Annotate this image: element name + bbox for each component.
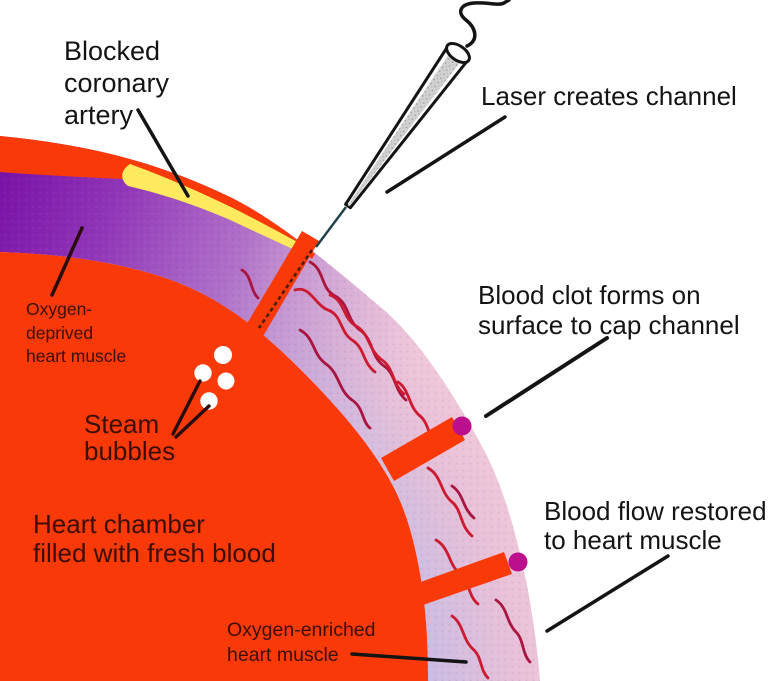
label-heart-chamber: Heart chamber filled with fresh blood — [33, 510, 276, 568]
blocked-artery — [122, 164, 303, 252]
laser-pen-core — [347, 51, 463, 207]
label-line: Oxygen-enriched — [227, 619, 376, 641]
steam-bubble — [200, 392, 218, 410]
pointer-lines — [50, 108, 670, 664]
steam-bubble — [217, 372, 235, 390]
label-line: heart muscle — [26, 346, 127, 366]
label-line: heart muscle — [227, 644, 339, 666]
label-oxygen-enriched: Oxygen-enriched heart muscle — [227, 618, 376, 668]
label-line: bubbles — [84, 436, 176, 466]
laser-pen-cable — [458, 0, 511, 48]
blood-clot-dot-1 — [452, 416, 472, 436]
heart-chamber — [0, 252, 428, 681]
blood-clot-dot-2 — [508, 552, 528, 572]
capillary — [494, 598, 532, 664]
capillary — [298, 328, 372, 430]
label-line: Oxygen- — [26, 299, 93, 319]
outer-surface-band — [0, 136, 315, 259]
capillary — [328, 293, 406, 396]
pointer-oxygen-enriched — [350, 652, 468, 664]
label-blood-clot: Blood clot forms on surface to cap chann… — [478, 280, 740, 340]
label-oxygen-deprived: Oxygen- deprived heart muscle — [26, 298, 126, 369]
capillary — [240, 268, 260, 300]
label-line: filled with fresh blood — [33, 538, 276, 568]
label-line: Blood flow restored — [544, 496, 767, 526]
restored-channel-2 — [415, 552, 512, 605]
label-line: surface to cap channel — [478, 310, 740, 340]
steam-bubble — [214, 346, 232, 364]
laser-channel — [245, 231, 319, 338]
label-line: Blood clot forms on — [478, 280, 701, 310]
pointer-oxygen-deprived — [50, 226, 84, 297]
capillary — [450, 484, 476, 520]
capillary — [426, 466, 474, 538]
label-line: deprived — [26, 322, 94, 343]
pointer-steam-1 — [171, 379, 202, 436]
capillary — [450, 614, 490, 680]
laser-pen-collar — [445, 41, 471, 65]
label-line: Laser creates channel — [481, 81, 737, 111]
steam-bubbles — [194, 346, 235, 410]
restored-channel-1 — [381, 417, 465, 481]
heart-wall-texture — [0, 136, 540, 681]
label-line: to heart muscle — [544, 525, 722, 555]
steam-bubble — [194, 364, 212, 382]
label-line: Steam — [84, 409, 160, 439]
label-line: artery — [64, 100, 134, 130]
pointer-blood-clot — [484, 336, 609, 418]
capillary — [293, 287, 377, 374]
label-line: coronary — [64, 68, 170, 98]
label-blocked-coronary-artery: Blocked coronary artery — [64, 35, 169, 131]
label-line: Blocked — [64, 36, 161, 66]
laser-channel-dashes — [257, 249, 314, 329]
capillaries — [240, 260, 532, 680]
pointer-laser — [385, 115, 507, 194]
laser-pen — [315, 0, 511, 248]
label-line: Heart chamber — [33, 509, 205, 539]
pointer-steam-2 — [174, 404, 211, 439]
laser-fiber — [315, 206, 347, 248]
label-steam-bubbles: Steam bubbles — [84, 411, 175, 465]
label-laser-creates-channel: Laser creates channel — [481, 82, 737, 111]
pointer-blocked-artery — [136, 108, 190, 198]
pointer-blood-flow — [545, 554, 670, 633]
label-blood-flow-restored: Blood flow restored to heart muscle — [544, 497, 767, 555]
